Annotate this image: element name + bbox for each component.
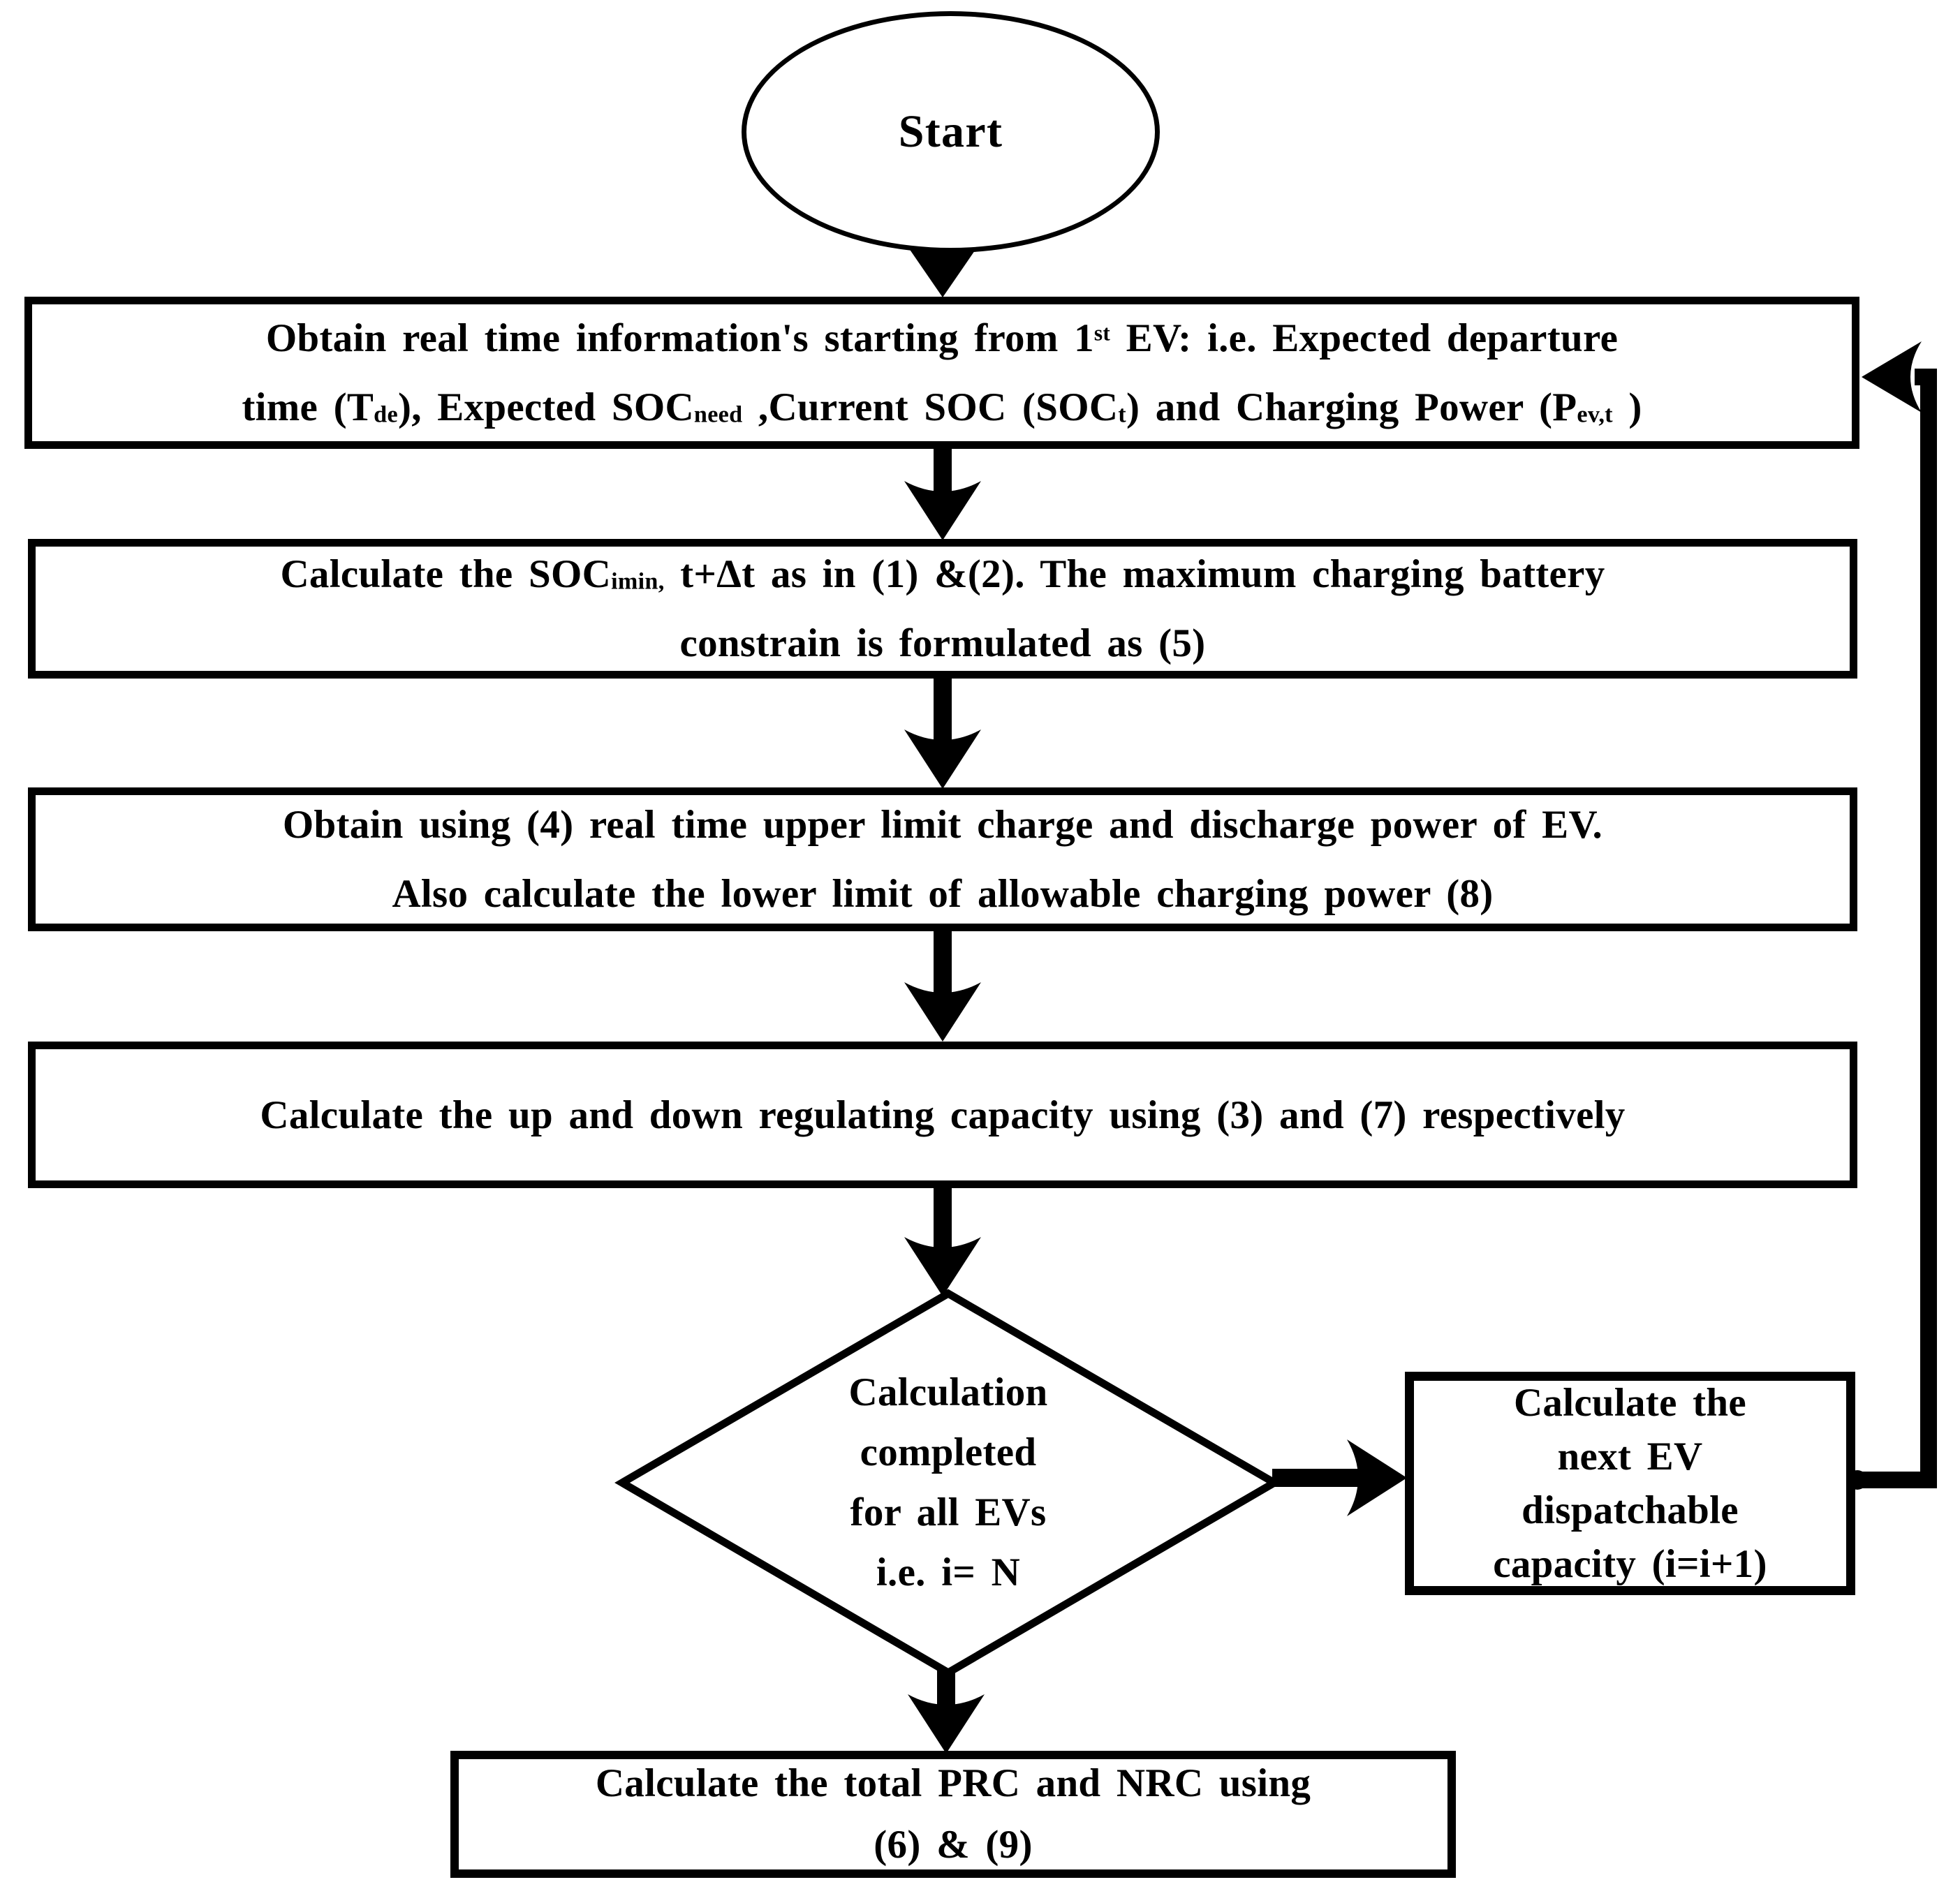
process-box-obtain-info: Obtain real time information's starting … (24, 297, 1859, 449)
next-box-line-2: next EV (1557, 1435, 1703, 1479)
arrow-decision-to-next-box (1272, 1439, 1407, 1516)
start-label: Start (898, 106, 1003, 157)
decision-label: Calculation completed for all EVs i.e. i… (704, 1353, 1193, 1613)
box1-line-1: Obtain real time information's starting … (265, 316, 1619, 360)
next-box-line-4: capacity (i=i+1) (1493, 1542, 1767, 1586)
decision-line-1: Calculation (848, 1370, 1048, 1414)
arrow-box2-to-box3 (904, 674, 981, 789)
arrow-box4-to-decision (904, 1185, 981, 1296)
box1-line-2: time (Tde), Expected SOCneed ,Current SO… (242, 385, 1642, 429)
feedback-loop-next-box-to-box1 (1848, 341, 1937, 1490)
arrow-decision-to-total-box (908, 1668, 985, 1754)
process-box-obtain-limits: Obtain using (4) real time upper limit c… (28, 787, 1857, 931)
decision-line-2: completed (860, 1430, 1037, 1474)
arrow-box3-to-box4 (904, 928, 981, 1042)
process-box-regulating-capacity: Calculate the up and down regulating cap… (28, 1042, 1857, 1188)
box2-line-1: Calculate the SOCimin, t+Δt as in (1) &(… (280, 552, 1605, 596)
box3-line-1: Obtain using (4) real time upper limit c… (282, 803, 1603, 847)
total-box-line-1: Calculate the total PRC and NRC using (595, 1761, 1311, 1805)
total-box-line-2: (6) & (9) (874, 1823, 1033, 1867)
process-box-next-ev: Calculate the next EV dispatchable capac… (1405, 1372, 1855, 1595)
decision-line-4: i.e. i= N (876, 1550, 1021, 1594)
decision-line-3: for all EVs (850, 1490, 1047, 1534)
arrow-box1-to-box2 (904, 445, 981, 540)
process-box-calculate-soc: Calculate the SOCimin, t+Δt as in (1) &(… (28, 539, 1857, 679)
next-box-line-1: Calculate the (1513, 1381, 1747, 1425)
box2-line-2: constrain is formulated as (5) (679, 621, 1206, 665)
process-box-total-prc-nrc: Calculate the total PRC and NRC using (6… (450, 1751, 1456, 1878)
box4-line-1: Calculate the up and down regulating cap… (260, 1093, 1626, 1137)
next-box-line-3: dispatchable (1521, 1488, 1739, 1532)
box3-line-2: Also calculate the lower limit of allowa… (392, 872, 1494, 916)
start-terminal: Start (742, 11, 1160, 253)
